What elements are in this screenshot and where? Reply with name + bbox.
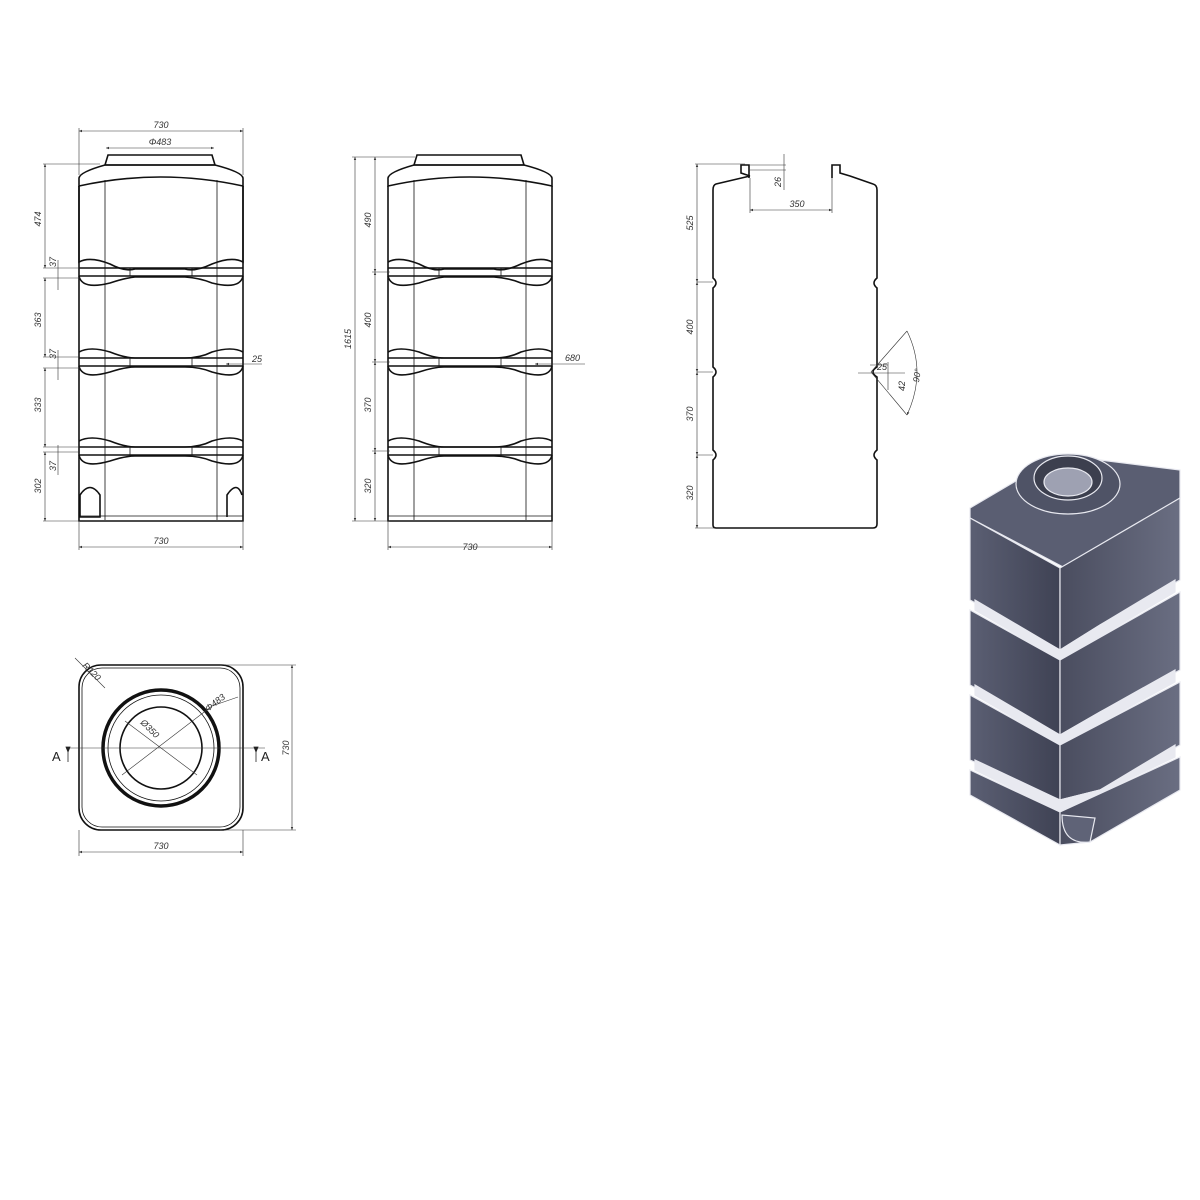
dim-height-1: 474 [33,211,43,226]
dim-side-height-4: 320 [363,478,373,493]
side-view-dimensions: 1615 490 400 370 320 680 730 [343,156,585,552]
dim-side-width: 730 [462,542,477,552]
dim-groove-angle: 90° [911,368,923,384]
section-view: 525 400 370 320 26 350 25 42 90° [685,154,923,529]
dim-top-inner-diameter: Ø350 [138,717,161,740]
dim-top-depth: 730 [281,740,291,755]
isometric-render [969,453,1181,847]
dim-section-height-1: 525 [685,215,695,231]
dim-top-outer-diameter: Φ483 [203,692,227,714]
dim-section-height-2: 400 [685,319,695,334]
dim-total-height: 1615 [343,328,353,349]
dim-groove-3: 37 [48,460,58,471]
front-view: 730 Φ483 730 474 37 363 37 333 37 302 25 [33,120,263,550]
section-marker-right: A [261,749,270,764]
dim-height-2: 363 [33,312,43,327]
dim-groove-depth: 25 [251,354,263,364]
dim-groove-1: 37 [48,256,58,267]
side-view [387,154,553,522]
dim-neck-diameter: Φ483 [149,137,172,147]
dim-section-height-3: 370 [685,406,695,421]
top-view: R120 Φ483 Ø350 A A 730 730 [52,657,296,856]
dim-groove-2: 37 [48,348,58,359]
dim-width-bottom: 730 [153,536,168,546]
dim-height-4: 302 [33,478,43,493]
dim-side-height-1: 490 [363,212,373,227]
dim-height-3: 333 [33,397,43,412]
dim-neck-height: 26 [773,177,783,188]
dim-section-groove-height: 42 [897,381,907,391]
dim-width-top: 730 [153,120,168,130]
dim-opening-width: 350 [789,199,804,209]
section-marker-left: A [52,749,61,764]
dim-side-height-2: 400 [363,312,373,327]
dim-side-height-3: 370 [363,397,373,412]
dim-inner-width: 680 [565,353,580,363]
dim-top-width: 730 [153,841,168,851]
dim-section-height-4: 320 [685,485,695,500]
dim-section-groove-depth: 25 [876,362,888,372]
